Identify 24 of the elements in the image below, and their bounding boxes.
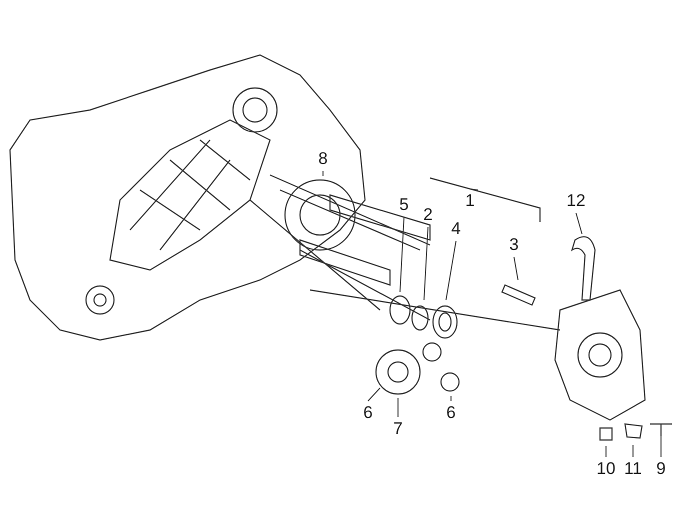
- callout-number: 4: [444, 220, 468, 238]
- callout-number: 12: [564, 192, 588, 210]
- callout-number: 5: [392, 196, 416, 214]
- leader-line: [446, 240, 456, 300]
- leader-line: [400, 216, 404, 292]
- callout-number: 1: [458, 192, 482, 210]
- leader-line: [470, 188, 478, 190]
- leader-line: [450, 396, 452, 402]
- callout-number: 2: [416, 206, 440, 224]
- leader-line: [322, 170, 324, 176]
- leader-line: [660, 436, 662, 458]
- leader-line: [576, 212, 582, 234]
- leader-line: [424, 226, 428, 300]
- callout-number: 3: [502, 236, 526, 254]
- callout-number: 9: [649, 460, 673, 478]
- callout-number: 10: [594, 460, 618, 478]
- leader-line: [514, 256, 518, 280]
- callout-number: 11: [621, 460, 645, 478]
- callout-number: 8: [311, 150, 335, 168]
- callout-number: 6: [439, 404, 463, 422]
- leader-line: [632, 444, 634, 458]
- leader-line: [368, 388, 380, 402]
- callout-number: 6: [356, 404, 380, 422]
- callout-number: 7: [386, 420, 410, 438]
